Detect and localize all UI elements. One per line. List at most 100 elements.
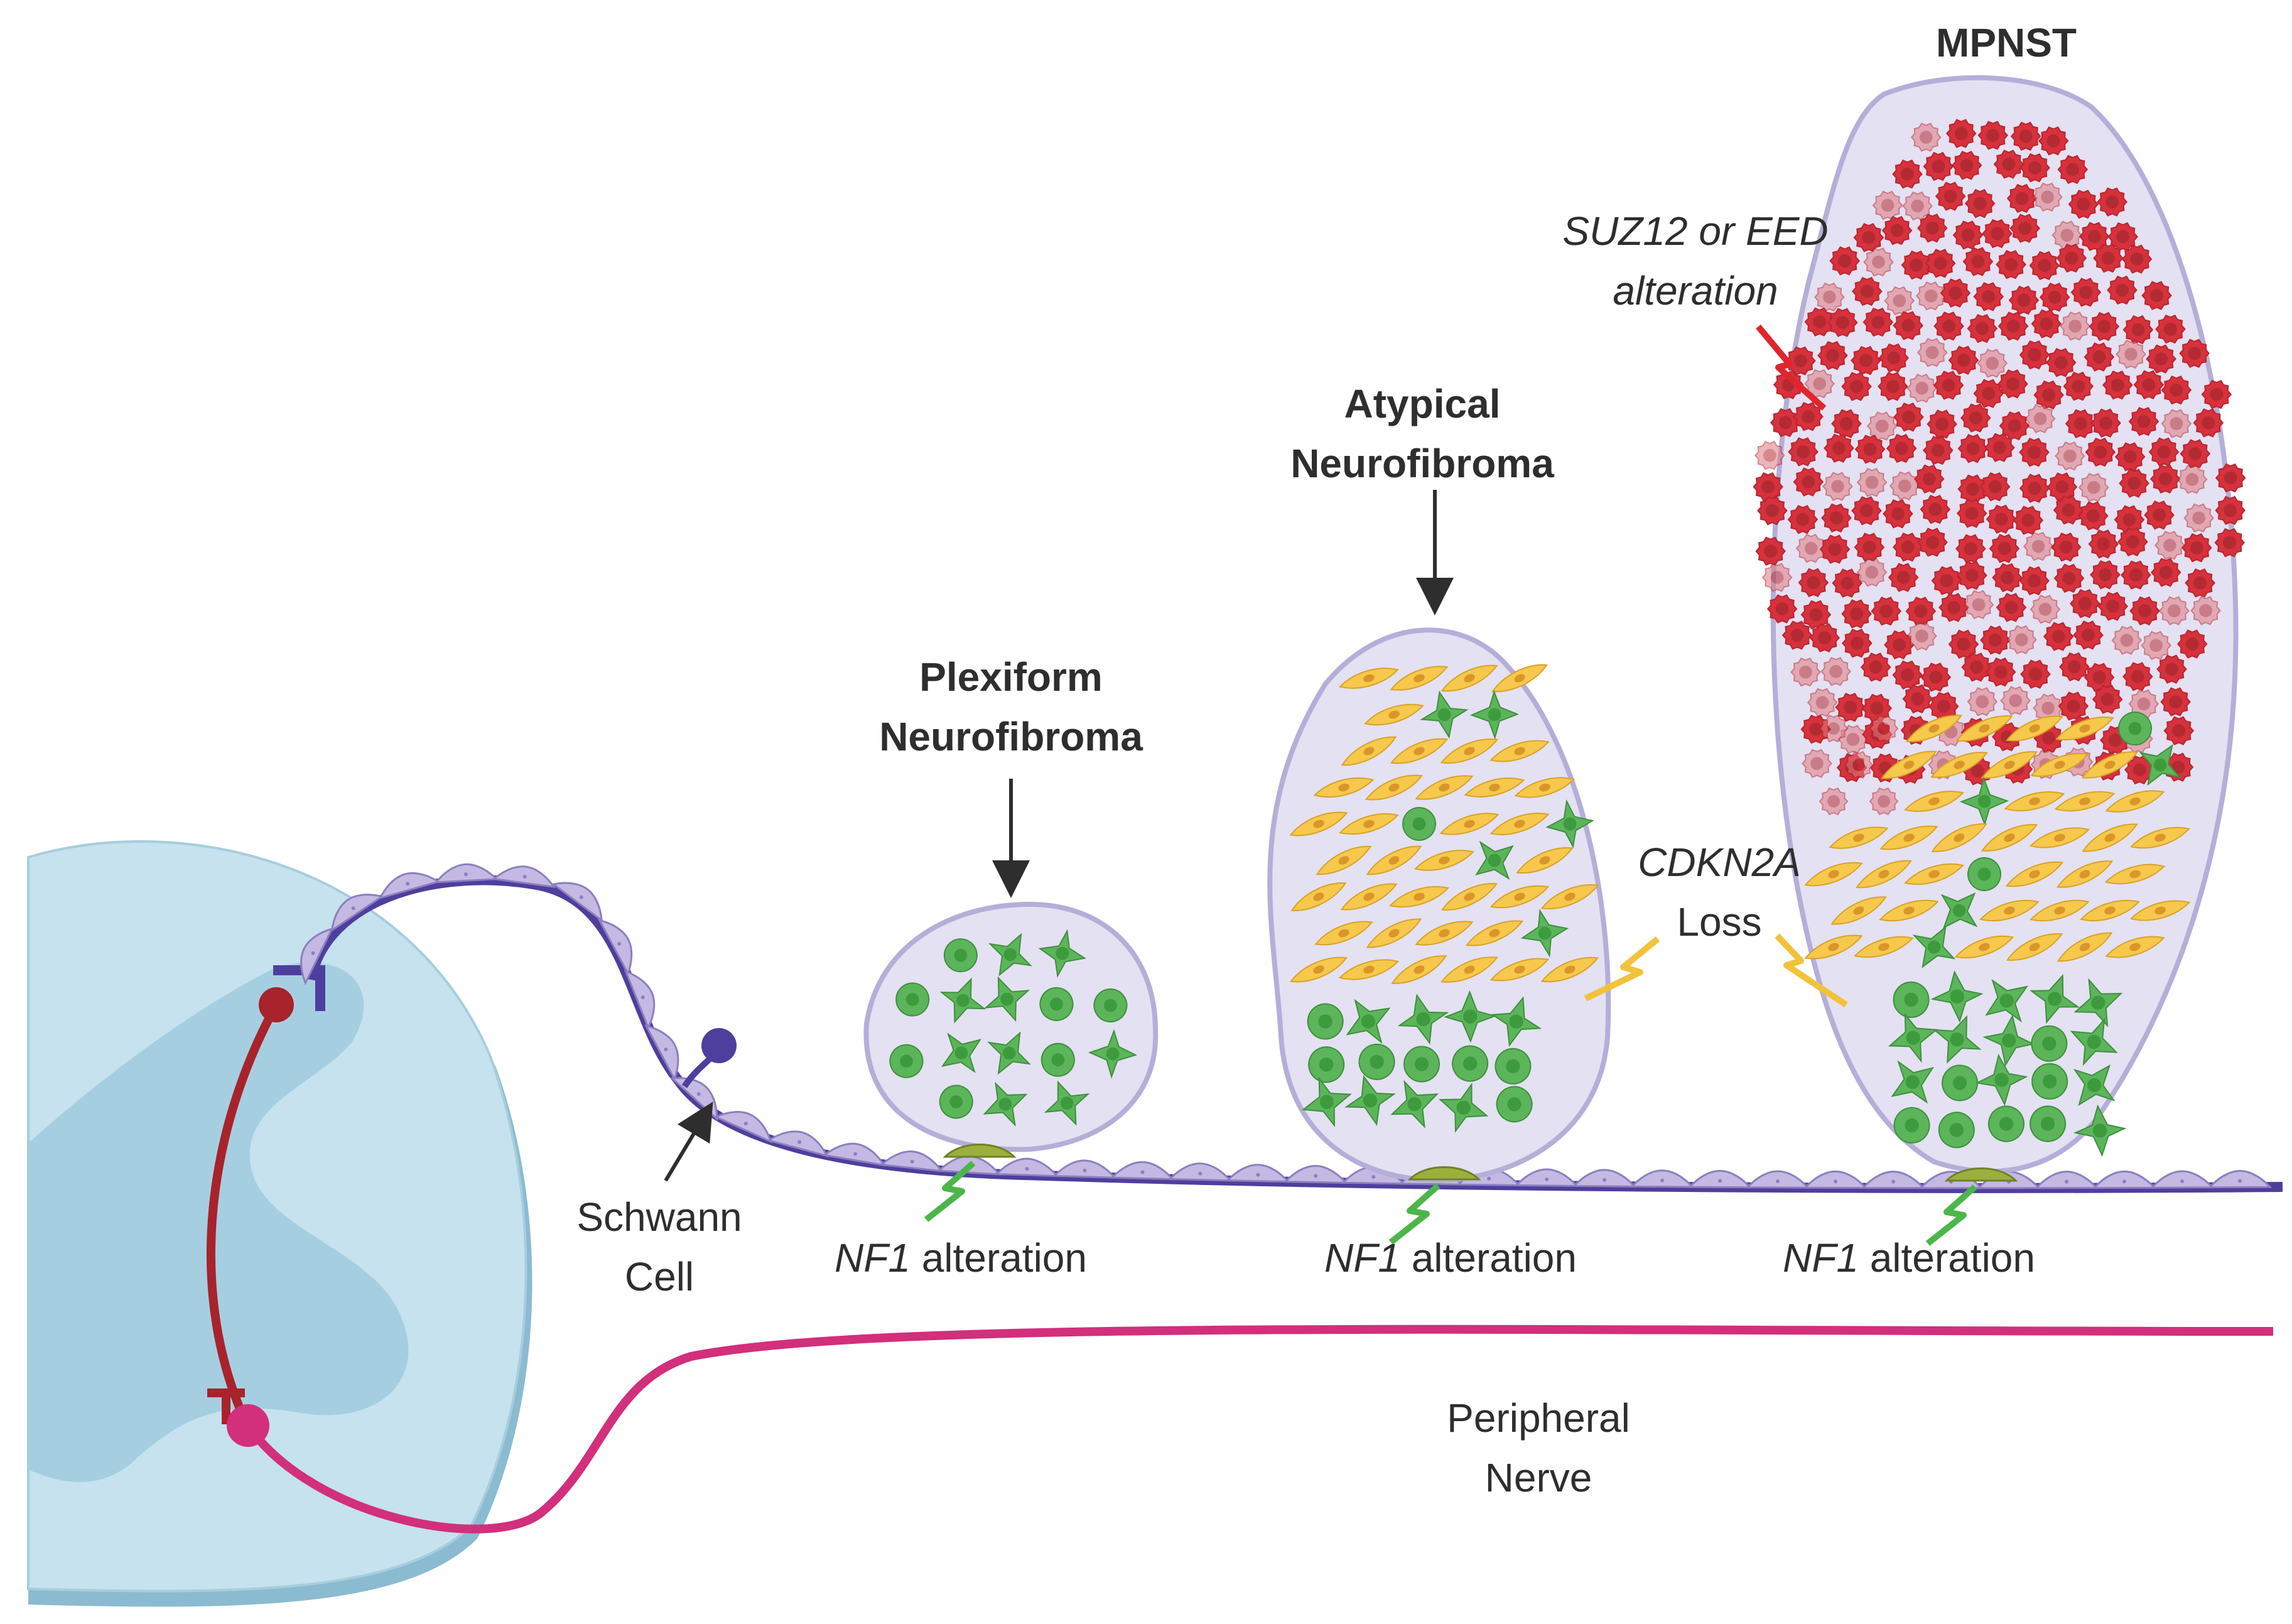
red-cell-nucleus [2092,350,2106,364]
red-cell-nucleus [1970,660,1984,674]
tumor-cell-icon [1439,1082,1489,1133]
tumor-cell-icon [1464,777,1525,798]
red-cell-nucleus [2018,222,2032,235]
tumor-cell-icon [1957,474,1989,504]
neuron-terminal-icon [701,1028,737,1063]
red-cell-nucleus [2138,604,2151,618]
tumor-cell-icon [2054,791,2116,812]
mpnst-label: MPNST [1936,20,2077,65]
tumor-cell-icon [2176,629,2208,659]
tumor-cell-icon [1830,896,1887,925]
tumor-cell-icon [1910,122,1942,152]
green-cell-nucleus [1319,1095,1334,1109]
red-cell-nucleus [1797,445,1810,458]
tumor-cell-icon [2039,283,2070,312]
red-cell-nucleus [2188,447,2202,460]
red-cell-nucleus [1922,472,1936,486]
tumor-cell-icon [943,938,978,973]
tumor-cell-icon [1883,499,1913,529]
red-cell-nucleus [1840,417,1853,431]
schwann-cell-icon [624,970,656,1030]
red-cell-nucleus [2006,377,2019,391]
tumor-cell-icon [1952,220,1984,250]
red-cell-nucleus [1965,507,1979,520]
schwann-cell-nucleus [617,941,622,946]
yellow-cell-nucleus [1464,674,1475,683]
yellow-cell-nucleus [1828,870,1839,879]
red-cell-nucleus [1827,795,1840,808]
schwann-cell-nucleus [664,1047,668,1052]
yellow-cell-nucleus [1878,943,1889,951]
red-cell-nucleus [1929,670,1943,684]
tumor-cell-icon [2030,595,2061,624]
plexiform-tumor-outline [863,901,1159,1152]
tumor-cell-icon [1940,892,1978,929]
yellow-cell-nucleus [2154,833,2166,842]
tumor-cell-icon [1851,345,1881,376]
red-cell-nucleus [1942,319,1955,333]
tumor-cell-icon [1339,813,1399,835]
red-cell-nucleus [2028,445,2041,459]
tumor-cell-icon [1963,590,1994,619]
tumor-cell-icon [2154,531,2185,560]
tumor-cell-icon [895,982,930,1017]
tumor-cell-icon [1906,621,1937,651]
red-cell-nucleus [2086,509,2100,522]
schwann-cell-icon [1861,1171,1926,1189]
tumor-cell-icon [2128,406,2160,436]
green-cell-nucleus [1060,1096,1074,1110]
tumor-cell-icon [1861,693,1893,723]
tumor-cell-icon [1761,563,1793,592]
red-cell-nucleus [1826,349,1839,362]
tumor-cell-icon [1814,282,1845,312]
red-cell-nucleus [1871,315,1885,329]
tumor-cell-icon [1938,1112,1975,1149]
tumor-cell-icon [1489,813,1550,835]
red-cell-nucleus [2154,352,2168,365]
yellow-cell-nucleus [1388,929,1400,938]
schwann-cell-nucleus [1256,1172,1260,1177]
red-cell-nucleus [1851,636,1864,650]
tumor-cell-icon [1441,883,1498,911]
red-cell-nucleus [2164,322,2177,336]
red-cell-nucleus [2009,694,2023,708]
red-cell-nucleus [2048,290,2062,304]
tumor-cell-icon [1872,190,1903,220]
schwann-cell-icon [492,865,556,889]
red-cell-nucleus [2102,251,2115,265]
red-cell-nucleus [2097,537,2111,551]
tumor-cell-icon [1842,629,1873,658]
green-cell-nucleus [1999,993,2014,1008]
red-cell-nucleus [1895,441,1908,455]
red-cell-nucleus [2159,566,2173,579]
red-cell-nucleus [1830,511,1843,525]
tumor-cell-icon [2114,442,2146,472]
tumor-cell-icon [1902,684,1933,714]
green-cell-nucleus [1507,1097,1522,1112]
red-cell-nucleus [2038,602,2052,616]
red-cell-nucleus [2077,197,2090,211]
tumor-cell-icon [1992,563,2023,592]
red-cell-nucleus [1943,190,1957,203]
red-cell-nucleus [2099,416,2112,430]
tumor-cell-icon [2161,409,2192,438]
tumor-cell-icon [2006,933,2063,961]
tumor-cell-icon [1973,282,2004,311]
red-cell-nucleus [1860,504,1873,517]
green-cell-nucleus [900,1054,913,1068]
green-cell-nucleus [1000,992,1014,1006]
tumor-cell-icon [2078,473,2109,502]
tumor-cell-icon [1893,311,1923,340]
red-cell-nucleus [1993,441,2006,455]
tumor-cell-icon [2050,533,2082,562]
schwann-cell-nucleus [1371,1175,1376,1179]
red-cell-nucleus [2028,482,2041,495]
schwann-cell-body [994,1157,1059,1177]
green-cell-nucleus [1509,1014,1523,1029]
schwann-label-line1: Schwann [576,1194,742,1240]
schwann-cell-nucleus [1603,1177,1607,1182]
tumor-cell-icon [2065,409,2096,438]
green-cell-nucleus [1949,1123,1964,1137]
tumor-cell-icon [1804,369,1835,399]
tumor-cell-icon [2141,631,2171,660]
